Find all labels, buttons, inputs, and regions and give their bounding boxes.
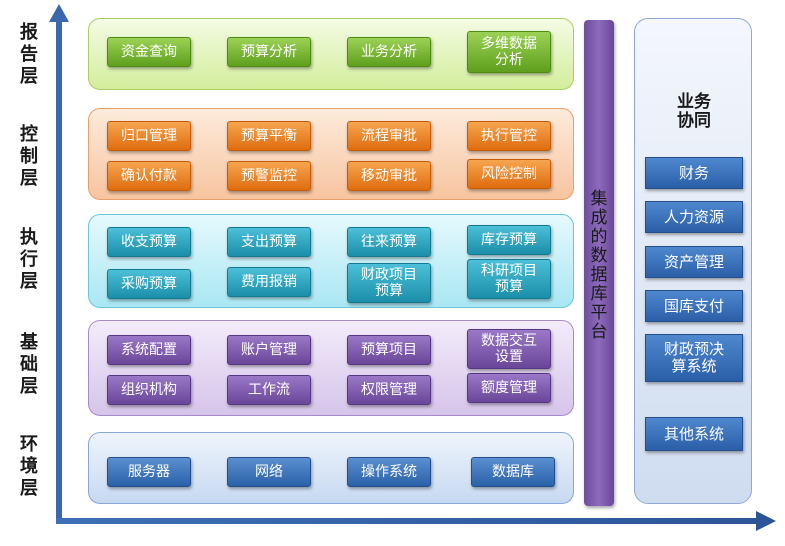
y-axis — [56, 18, 62, 522]
control-box-risk-control: 风险控制 — [467, 159, 551, 189]
env-box-server: 服务器 — [107, 457, 191, 487]
x-axis — [56, 518, 760, 524]
collab-title: 业务 协同 — [677, 92, 711, 131]
collab-box-fiscal-budget-system: 财政预决 算系统 — [645, 334, 743, 382]
control-box-mobile-approval: 移动审批 — [347, 161, 431, 191]
control-box-warning-monitor: 预警监控 — [227, 161, 311, 191]
exec-box-expenditure-budget: 支出预算 — [227, 227, 311, 257]
control-box-budget-balance: 预算平衡 — [227, 121, 311, 151]
report-layer-panel: 资金查询 预算分析 业务分析 多维数据 分析 — [88, 18, 574, 90]
collab-box-finance: 财务 — [645, 157, 743, 189]
base-box-permission-mgmt: 权限管理 — [347, 375, 431, 405]
base-box-workflow: 工作流 — [227, 375, 311, 405]
integrated-database-platform: 集 成 的 数 据 库 平 台 — [584, 20, 614, 506]
base-box-organization: 组织机构 — [107, 375, 191, 405]
x-axis-arrow — [756, 511, 776, 531]
layer-label-env: 环 境 层 — [20, 434, 38, 499]
env-box-operating-system: 操作系统 — [347, 457, 431, 487]
control-layer-panel: 归口管理 预算平衡 流程审批 执行管控 确认付款 预警监控 移动审批 风险控制 — [88, 108, 574, 200]
base-box-budget-items: 预算项目 — [347, 335, 431, 365]
report-box-multidim-analysis: 多维数据 分析 — [467, 31, 551, 73]
collab-box-human-resources: 人力资源 — [645, 201, 743, 233]
env-box-database: 数据库 — [471, 457, 555, 487]
env-box-network: 网络 — [227, 457, 311, 487]
control-box-centralized-mgmt: 归口管理 — [107, 121, 191, 151]
base-box-account-mgmt: 账户管理 — [227, 335, 311, 365]
control-box-confirm-payment: 确认付款 — [107, 161, 191, 191]
exec-box-expense-reimbursement: 费用报销 — [227, 267, 311, 297]
base-box-data-exchange-settings: 数据交互 设置 — [467, 329, 551, 369]
layer-label-control: 控 制 层 — [20, 124, 38, 189]
collab-box-asset-mgmt: 资产管理 — [645, 246, 743, 278]
layer-label-report: 报 告 层 — [20, 22, 38, 87]
base-layer-panel: 系统配置 账户管理 预算项目 数据交互 设置 组织机构 工作流 权限管理 额度管… — [88, 320, 574, 416]
exec-box-income-expense-budget: 收支预算 — [107, 227, 191, 257]
base-box-quota-mgmt: 额度管理 — [467, 373, 551, 403]
report-box-budget-analysis: 预算分析 — [227, 37, 311, 67]
exec-box-research-project-budget: 科研项目 预算 — [467, 259, 551, 299]
collab-box-other-systems: 其他系统 — [645, 417, 743, 451]
base-box-system-config: 系统配置 — [107, 335, 191, 365]
exec-box-current-account-budget: 往来预算 — [347, 227, 431, 257]
exec-layer-panel: 收支预算 支出预算 往来预算 库存预算 采购预算 费用报销 财政项目 预算 科研… — [88, 214, 574, 308]
report-box-business-analysis: 业务分析 — [347, 37, 431, 67]
exec-box-fiscal-project-budget: 财政项目 预算 — [347, 263, 431, 303]
platform-label: 集 成 的 数 据 库 平 台 — [590, 189, 608, 342]
y-axis-arrow — [49, 4, 69, 22]
exec-box-procurement-budget: 采购预算 — [107, 269, 191, 299]
env-layer-panel: 服务器 网络 操作系统 数据库 — [88, 432, 574, 504]
control-box-process-approval: 流程审批 — [347, 121, 431, 151]
collab-box-treasury-payment: 国库支付 — [645, 290, 743, 322]
layer-label-base: 基 础 层 — [20, 332, 38, 397]
layer-label-exec: 执 行 层 — [20, 227, 38, 292]
business-collaboration-panel: 业务 协同 财务 人力资源 资产管理 国库支付 财政预决 算系统 其他系统 — [634, 18, 752, 504]
exec-box-inventory-budget: 库存预算 — [467, 225, 551, 255]
control-box-execution-control: 执行管控 — [467, 121, 551, 151]
report-box-fund-query: 资金查询 — [107, 37, 191, 67]
